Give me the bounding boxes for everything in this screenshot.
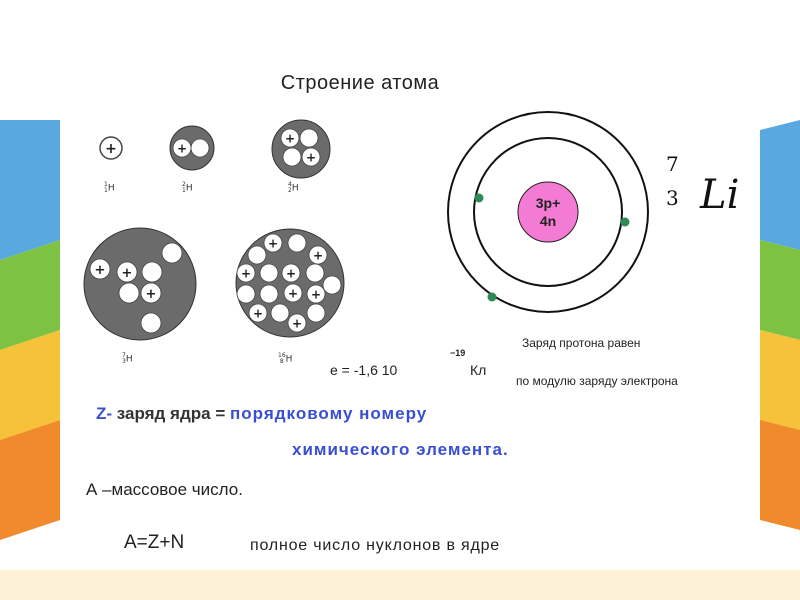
- z-blue-text: порядковому номеру: [230, 404, 428, 423]
- lithium-mass-number: 7: [666, 152, 679, 176]
- lithium-atomic-number: 3: [666, 186, 679, 210]
- svg-text:+: +: [313, 249, 323, 263]
- inner-orbit: [473, 137, 623, 287]
- svg-text:+: +: [306, 151, 316, 165]
- slide-title: Строение атома: [280, 72, 440, 94]
- svg-text:+: +: [105, 141, 117, 157]
- z-definition-line2: химического элемента.: [292, 440, 509, 459]
- svg-text:+: +: [285, 132, 295, 146]
- svg-text:+: +: [146, 287, 157, 302]
- a-formula-note: полное число нуклонов в ядре: [250, 537, 501, 554]
- proton-charge-note-line2: по модулю заряду электрона: [516, 374, 678, 388]
- electron-charge-unit: Кл: [470, 362, 487, 378]
- nucleus-h2: +: [169, 125, 215, 171]
- electron: [474, 193, 484, 203]
- electron-charge-formula: e = -1,6 10 −19 Кл: [330, 348, 486, 378]
- proton-charge-note-line1: Заряд протона равен: [522, 336, 641, 350]
- svg-text:+: +: [122, 266, 133, 281]
- z-symbol: Z-: [96, 404, 113, 423]
- a-formula: A=Z+N: [124, 532, 185, 553]
- lithium-symbol: Li: [700, 172, 740, 218]
- svg-text:+: +: [286, 267, 296, 281]
- svg-text:+: +: [311, 288, 321, 302]
- electron: [487, 292, 497, 302]
- electron-charge-exponent: −19: [450, 348, 466, 358]
- svg-text:+: +: [177, 142, 187, 156]
- atom-nucleus: [517, 181, 579, 243]
- z-equals: =: [215, 404, 226, 423]
- nucleus-o16: + + + + + + + +: [235, 228, 345, 338]
- outer-orbit: [447, 111, 649, 313]
- nucleus-protons-label: 3p+: [536, 195, 561, 211]
- electron-charge-lhs: e = -1,6 10: [330, 362, 398, 378]
- lithium-atom-model: 3p+ 4n: [447, 111, 649, 313]
- electron: [620, 217, 630, 227]
- nucleus-he4: + +: [271, 119, 331, 179]
- nucleus-neutrons-label: 4n: [540, 213, 556, 229]
- svg-text:+: +: [292, 317, 302, 331]
- svg-text:+: +: [241, 267, 251, 281]
- svg-text:+: +: [95, 263, 106, 278]
- nucleus-li7: + + +: [83, 227, 197, 341]
- z-text: заряд ядра: [116, 404, 211, 423]
- svg-text:+: +: [288, 287, 298, 301]
- a-definition-line: А –массовое число.: [86, 480, 243, 499]
- svg-text:+: +: [253, 307, 263, 321]
- z-definition-line: Z- заряд ядра = порядковому номеру: [96, 404, 427, 424]
- nucleus-h1: +: [99, 136, 123, 160]
- svg-text:+: +: [268, 237, 278, 251]
